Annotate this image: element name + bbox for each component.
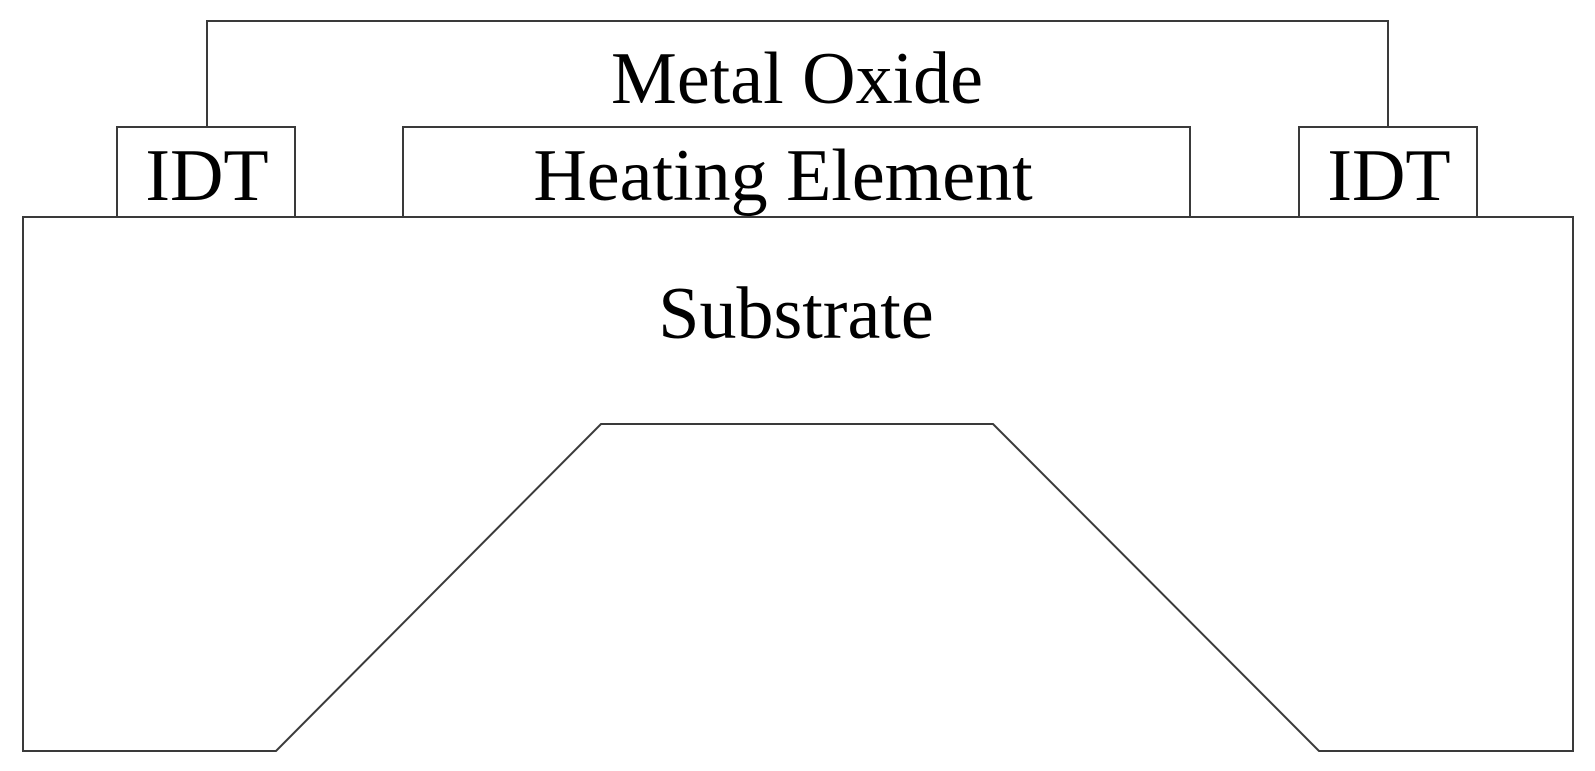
idt-right-label: IDT [1327,135,1450,217]
metal-oxide-label: Metal Oxide [611,38,983,120]
substrate-label: Substrate [658,273,933,355]
heating-element-label: Heating Element [533,135,1033,217]
idt-left-label: IDT [145,135,268,217]
substrate-body [22,216,1574,752]
idt-right-block [1298,126,1478,218]
metal-oxide-layer [206,20,1389,127]
idt-left-block [116,126,296,218]
heating-element-block [402,126,1191,218]
